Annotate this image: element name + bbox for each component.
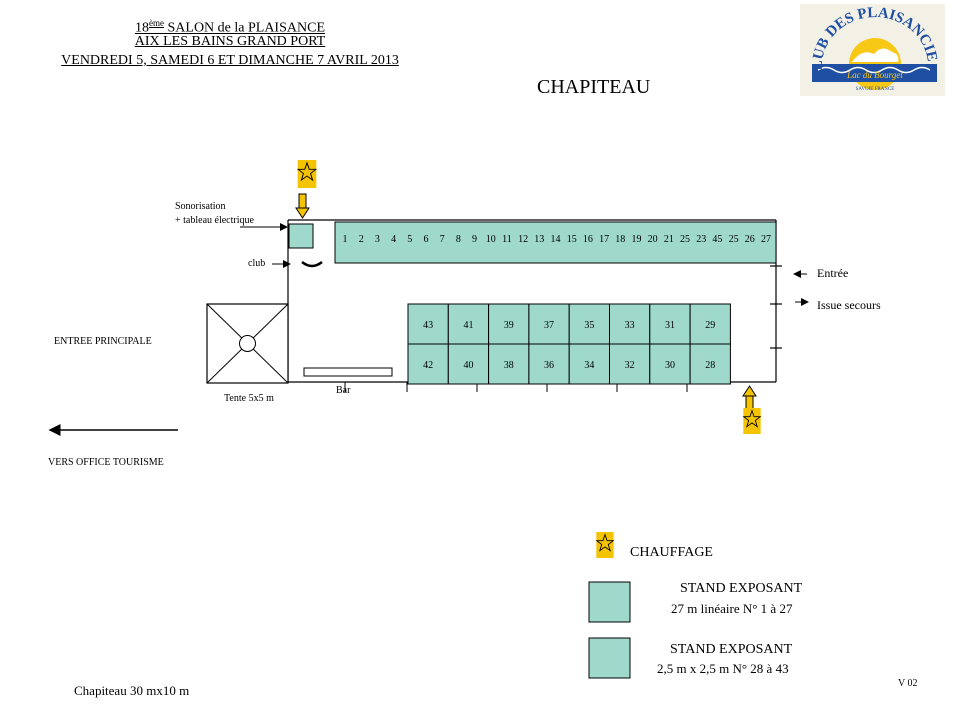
linear-stand-number: 2 — [359, 234, 364, 245]
label-club: club — [248, 258, 266, 269]
grid-stand-number: 35 — [584, 320, 594, 331]
grid-stand-number: 36 — [544, 360, 554, 371]
grid-stand-cell — [568, 343, 611, 385]
grid-stand-number: 41 — [463, 320, 473, 331]
linear-stand-number: 21 — [664, 234, 674, 245]
label-entree: Entrée — [817, 266, 849, 280]
grid-stand-number: 38 — [504, 360, 514, 371]
legend-stand-grid-swatch — [588, 637, 631, 679]
club-logo: CLUB DES PLAISANCIERS Lac du Bourget SAV… — [795, 0, 945, 96]
grid-stand-cell — [447, 303, 490, 345]
linear-stand-number: 8 — [456, 234, 461, 245]
tente-5x5 — [206, 303, 289, 384]
linear-stand-number: 15 — [567, 234, 577, 245]
label-tente: Tente 5x5 m — [224, 393, 274, 404]
grid-stand-number: 30 — [665, 360, 675, 371]
heater-bottom — [742, 385, 762, 434]
bar-counter — [303, 367, 393, 377]
grid-stand-cell — [488, 303, 530, 345]
label-tableau-electrique: + tableau électrique — [175, 215, 254, 226]
grid-stand-number: 39 — [504, 320, 514, 331]
linear-stand-number: 16 — [583, 234, 593, 245]
linear-stand-number: 45 — [712, 234, 722, 245]
club-symbol — [301, 260, 323, 268]
linear-stand-number: 1 — [343, 234, 348, 245]
grid-stand-cell — [689, 343, 731, 385]
linear-stand-number: 12 — [518, 234, 528, 245]
grid-stand-cell — [649, 303, 691, 345]
grid-stand-number: 42 — [423, 360, 433, 371]
linear-stand-number: 25 — [729, 234, 739, 245]
linear-stand-number: 25 — [680, 234, 690, 245]
linear-stand-number: 10 — [486, 234, 496, 245]
grid-stand-number: 43 — [423, 320, 433, 331]
linear-stand-number: 11 — [502, 234, 512, 245]
sonorisation-box — [288, 223, 314, 249]
label-entree-principale: ENTREE PRINCIPALE — [54, 336, 152, 347]
linear-stand-number: 20 — [648, 234, 658, 245]
linear-stand-number: 14 — [551, 234, 561, 245]
linear-stand-number: 7 — [440, 234, 445, 245]
grid-stand-cell — [609, 343, 651, 385]
legend-stand-linear-swatch — [588, 581, 631, 623]
side-doors — [770, 265, 782, 349]
grid-stand-number: 31 — [665, 320, 675, 331]
linear-stand-number: 9 — [472, 234, 477, 245]
legend-stand1-title: STAND EXPOSANT — [680, 581, 803, 596]
grid-stand-cell — [528, 303, 570, 345]
event-title-line1: 18ème SALON de la PLAISANCE — [135, 18, 325, 36]
grid-stand-number: 37 — [544, 320, 554, 331]
linear-stand-number: 23 — [696, 234, 706, 245]
legend-chauffage: CHAUFFAGE — [630, 545, 713, 560]
linear-stand-number: 19 — [631, 234, 641, 245]
legend-stand2-title: STAND EXPOSANT — [670, 642, 793, 657]
heater-top — [295, 160, 317, 219]
linear-stand-number: 6 — [423, 234, 428, 245]
linear-stand-number: 3 — [375, 234, 380, 245]
linear-stand-number: 26 — [745, 234, 755, 245]
logo-region: SAVOIE FRANCE — [856, 87, 895, 92]
label-sonorisation: Sonorisation — [175, 201, 226, 212]
linear-stand-number: 4 — [391, 234, 396, 245]
footer-version: V 02 — [898, 678, 918, 689]
legend-stand1-desc: 27 m linéaire N° 1 à 27 — [671, 601, 793, 616]
linear-stand-number: 18 — [615, 234, 625, 245]
linear-stand-number: 13 — [534, 234, 544, 245]
grid-stand-cell — [689, 303, 731, 345]
grid-stand-number: 28 — [705, 360, 715, 371]
grid-stand-number: 33 — [625, 320, 635, 331]
grid-stand-number: 32 — [625, 360, 635, 371]
legend-stand2-desc: 2,5 m x 2,5 m N° 28 à 43 — [657, 661, 789, 676]
linear-stand-number: 17 — [599, 234, 609, 245]
label-vers-office: VERS OFFICE TOURISME — [48, 457, 164, 468]
linear-stand-number: 27 — [761, 234, 771, 245]
linear-stand-number: 5 — [407, 234, 412, 245]
grid-stand-number: 29 — [705, 320, 715, 331]
label-issue-secours: Issue secours — [817, 298, 881, 312]
linear-stand-area — [334, 221, 777, 264]
grid-stand-number: 34 — [584, 360, 594, 371]
page-title: CHAPITEAU — [537, 76, 651, 98]
label-bar: Bar — [336, 385, 351, 396]
logo-subtitle: Lac du Bourget — [846, 70, 903, 80]
event-location: AIX LES BAINS GRAND PORT — [134, 34, 326, 49]
grid-stands: 43 41 39 37 35 33 31 29 42 40 38 36 34 32 30 28 — [407, 303, 731, 385]
event-dates: VENDREDI 5, SAMEDI 6 ET DIMANCHE 7 AVRIL… — [61, 53, 399, 68]
grid-stand-number: 40 — [463, 360, 473, 371]
footer-size: Chapiteau 30 mx10 m — [74, 683, 190, 698]
legend-heater-icon — [595, 532, 615, 558]
